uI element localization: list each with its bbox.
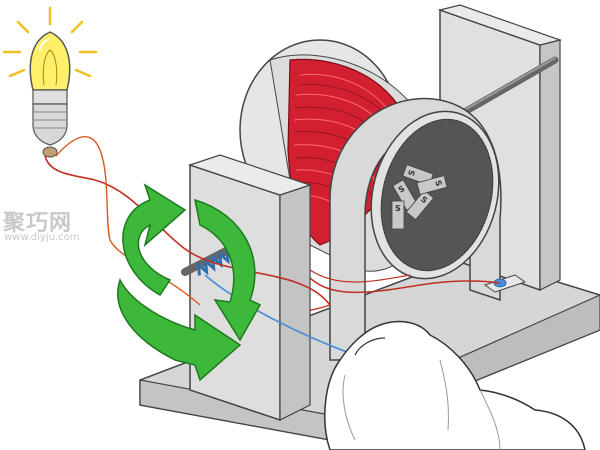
- magnet: S: [416, 175, 448, 195]
- light-bulb-icon: [2, 6, 98, 158]
- magnet: S: [405, 189, 435, 221]
- magnet-pole-label: S: [395, 204, 401, 213]
- magnet-pole-label: S: [419, 195, 429, 206]
- magnets: S S S S S: [391, 164, 448, 230]
- watermark-site-name: 聚巧网: [3, 211, 73, 236]
- magnet-pole-label: S: [433, 179, 443, 187]
- magnet-pole-label: S: [407, 168, 418, 177]
- magnet-drum: [370, 110, 500, 280]
- magnet: S: [391, 200, 405, 230]
- magnet-pole-label: S: [397, 184, 407, 195]
- blue-wire: [204, 274, 356, 356]
- hand: [324, 320, 586, 450]
- rotation-arrows-icon: [117, 183, 262, 382]
- watermark-url: www.diyju.com: [4, 232, 80, 243]
- bulb-rays: [2, 6, 98, 78]
